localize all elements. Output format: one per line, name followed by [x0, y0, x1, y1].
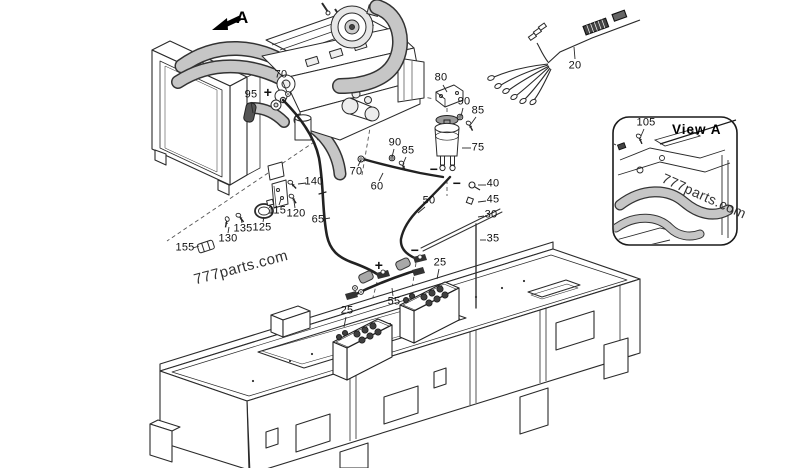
callout-85-switch: 85: [471, 104, 485, 117]
screw-140: [286, 179, 299, 190]
screw-120: [286, 192, 300, 204]
callout-105: 105: [636, 116, 656, 129]
battery-right: [399, 281, 460, 344]
battery-left: [332, 318, 393, 381]
callout-45: 45: [486, 193, 500, 206]
callout-plus-engine: +: [263, 84, 273, 100]
battery-disconnect-switch-75: [434, 115, 460, 172]
wiring-harness-20: [487, 9, 641, 106]
washer-90-switch: [456, 113, 464, 121]
callout-minus-battery: −: [410, 242, 420, 258]
callout-80: 80: [434, 71, 448, 84]
callout-25-left: 25: [340, 304, 354, 317]
callout-125: 125: [252, 221, 272, 234]
callout-50: 50: [422, 194, 436, 207]
callout-70-engine: 70: [274, 68, 288, 81]
nut-70-engine: [285, 91, 291, 97]
callout-135: 135: [233, 222, 253, 235]
callout-75: 75: [471, 141, 485, 154]
callout-140: 140: [304, 175, 324, 188]
view-direction-arrow: [212, 15, 242, 30]
callout-55: 55: [387, 295, 401, 308]
screw-135: [234, 212, 247, 223]
chassis-frame: [149, 241, 641, 468]
callout-90-cable: 90: [388, 136, 402, 149]
callout-70-cable: 70: [349, 165, 363, 178]
inset-title-view-a: View A: [672, 122, 722, 137]
callout-120: 120: [286, 207, 306, 220]
view-arrow-label: A: [236, 8, 249, 27]
screw-85-switch: [463, 119, 477, 132]
callout-minus-cable60: −: [429, 161, 439, 177]
callout-35: 35: [486, 232, 500, 245]
callout-20: 20: [568, 59, 582, 72]
callout-30: 30: [484, 208, 498, 221]
small-mounting-parts: [196, 161, 289, 254]
callout-85-cable: 85: [401, 144, 415, 157]
callout-115: 115: [267, 204, 287, 217]
callout-plus-battery: +: [374, 257, 384, 273]
callout-155: 155: [175, 241, 195, 254]
inset-view-a: [612, 116, 738, 246]
callout-90-switch: 90: [457, 95, 471, 108]
exhaust-hose: [332, 0, 409, 94]
callout-130: 130: [218, 232, 238, 245]
callout-minus-cable50: −: [452, 175, 462, 191]
callout-60: 60: [370, 180, 384, 193]
screw-130: [220, 215, 233, 229]
callout-25-right: 25: [433, 256, 447, 269]
callout-65: 65: [311, 213, 325, 226]
callout-40: 40: [486, 177, 500, 190]
callout-95: 95: [244, 88, 258, 101]
